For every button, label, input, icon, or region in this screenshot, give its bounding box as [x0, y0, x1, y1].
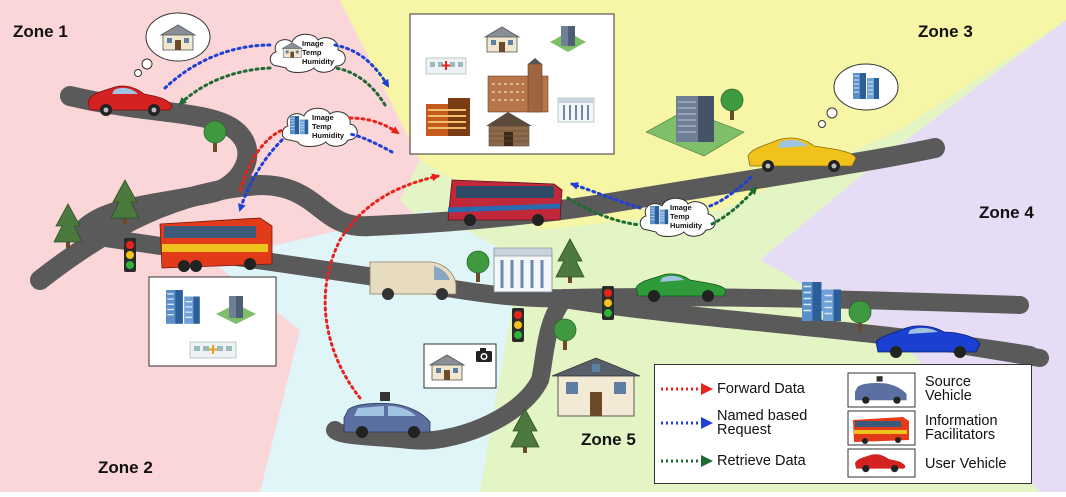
- bank-icon: [493, 247, 553, 293]
- zone-4-label: Zone 4: [979, 203, 1034, 222]
- forward-arrow-head: [701, 383, 713, 395]
- minivan-icon: [855, 376, 907, 404]
- minivan-icon: [343, 392, 431, 438]
- bubble-line-humidity: Humidity: [312, 131, 345, 140]
- legend-info-label-1: Information: [925, 413, 998, 429]
- camera-icon: [380, 392, 390, 401]
- forward-arrow: [323, 173, 440, 400]
- retrieve-arrow: [566, 196, 642, 227]
- request-arrow: [570, 182, 642, 210]
- zone-5-label: Zone 5: [581, 430, 636, 449]
- zone-2-label: Zone 2: [98, 458, 153, 477]
- zone-1-label: Zone 1: [13, 22, 68, 41]
- legend-retrieve-label: Retrieve Data: [717, 453, 806, 469]
- legend: Forward Data Named based Request Retriev…: [654, 364, 1032, 484]
- legend-source-label-2: Vehicle: [925, 388, 972, 404]
- data-bubble: Image Temp Humidity: [639, 197, 716, 237]
- van-icon: [369, 261, 457, 300]
- retrieve-arrow: [710, 186, 758, 226]
- bubble-line-image: Image: [670, 203, 692, 212]
- retrieve-arrow-head: [701, 455, 713, 467]
- request-arrow: [333, 43, 390, 88]
- retrieve-arrow: [333, 66, 387, 107]
- legend-forward-label: Forward Data: [717, 381, 805, 397]
- house-icon: [551, 357, 641, 417]
- forward-arrow: [238, 128, 284, 192]
- car-icon: [855, 454, 906, 473]
- data-bubble: Image Temp Humidity: [281, 107, 358, 147]
- office-tower-icon: [645, 88, 745, 157]
- car-icon: [875, 325, 981, 358]
- legend-request-label-1: Named based: [717, 408, 808, 424]
- request-arrow: [238, 138, 284, 212]
- request-arrow: [163, 43, 272, 90]
- request-arrow-head: [701, 417, 713, 429]
- legend-request-label-2: Request: [717, 422, 772, 438]
- traffic-light-icon: [602, 286, 614, 320]
- legend-graphics: [661, 372, 916, 478]
- request-arrow: [708, 174, 754, 208]
- legend-source-label-1: Source: [925, 374, 971, 390]
- bubble-line-image: Image: [302, 39, 324, 48]
- bank-icon: [557, 97, 595, 123]
- content-repository-box: [409, 13, 615, 155]
- car-icon: [87, 85, 173, 116]
- bubble-line-temp: Temp: [312, 122, 332, 131]
- zone-2-content-box: [148, 276, 277, 367]
- bubble-line-image: Image: [312, 113, 334, 122]
- camera-capture-box: [423, 343, 497, 389]
- bubble-line-temp: Temp: [302, 48, 322, 57]
- bus-icon: [159, 217, 273, 272]
- camera-icon: [476, 348, 492, 362]
- forward-arrow: [348, 116, 400, 135]
- bus-icon: [447, 179, 563, 226]
- traffic-light-icon: [512, 308, 524, 342]
- building-icon: [426, 98, 470, 136]
- traffic-light-icon: [124, 238, 136, 272]
- bubble-line-temp: Temp: [670, 212, 690, 221]
- thought-cloud-zone1: [134, 12, 211, 77]
- thought-cloud-zone3: [818, 63, 899, 128]
- log-cabin-icon: [486, 112, 532, 147]
- hospital-icon: [189, 341, 237, 359]
- car-icon: [747, 137, 857, 172]
- retrieve-arrow: [178, 66, 272, 106]
- legend-user-label: User Vehicle: [925, 456, 1007, 472]
- car-icon: [635, 273, 727, 302]
- office-tower-icon: [550, 26, 586, 52]
- bus-icon: [853, 417, 909, 444]
- data-bubble: Image Temp Humidity: [269, 33, 346, 73]
- bubble-line-humidity: Humidity: [302, 57, 335, 66]
- office-tower-icon: [216, 296, 256, 324]
- zone-3-label: Zone 3: [918, 22, 973, 41]
- flow-arrows: [163, 43, 758, 400]
- campus-icon: [487, 58, 549, 113]
- request-arrow: [346, 132, 394, 154]
- bubble-line-humidity: Humidity: [670, 221, 703, 230]
- hospital-icon: [425, 57, 467, 75]
- legend-info-label-2: Facilitators: [925, 427, 996, 443]
